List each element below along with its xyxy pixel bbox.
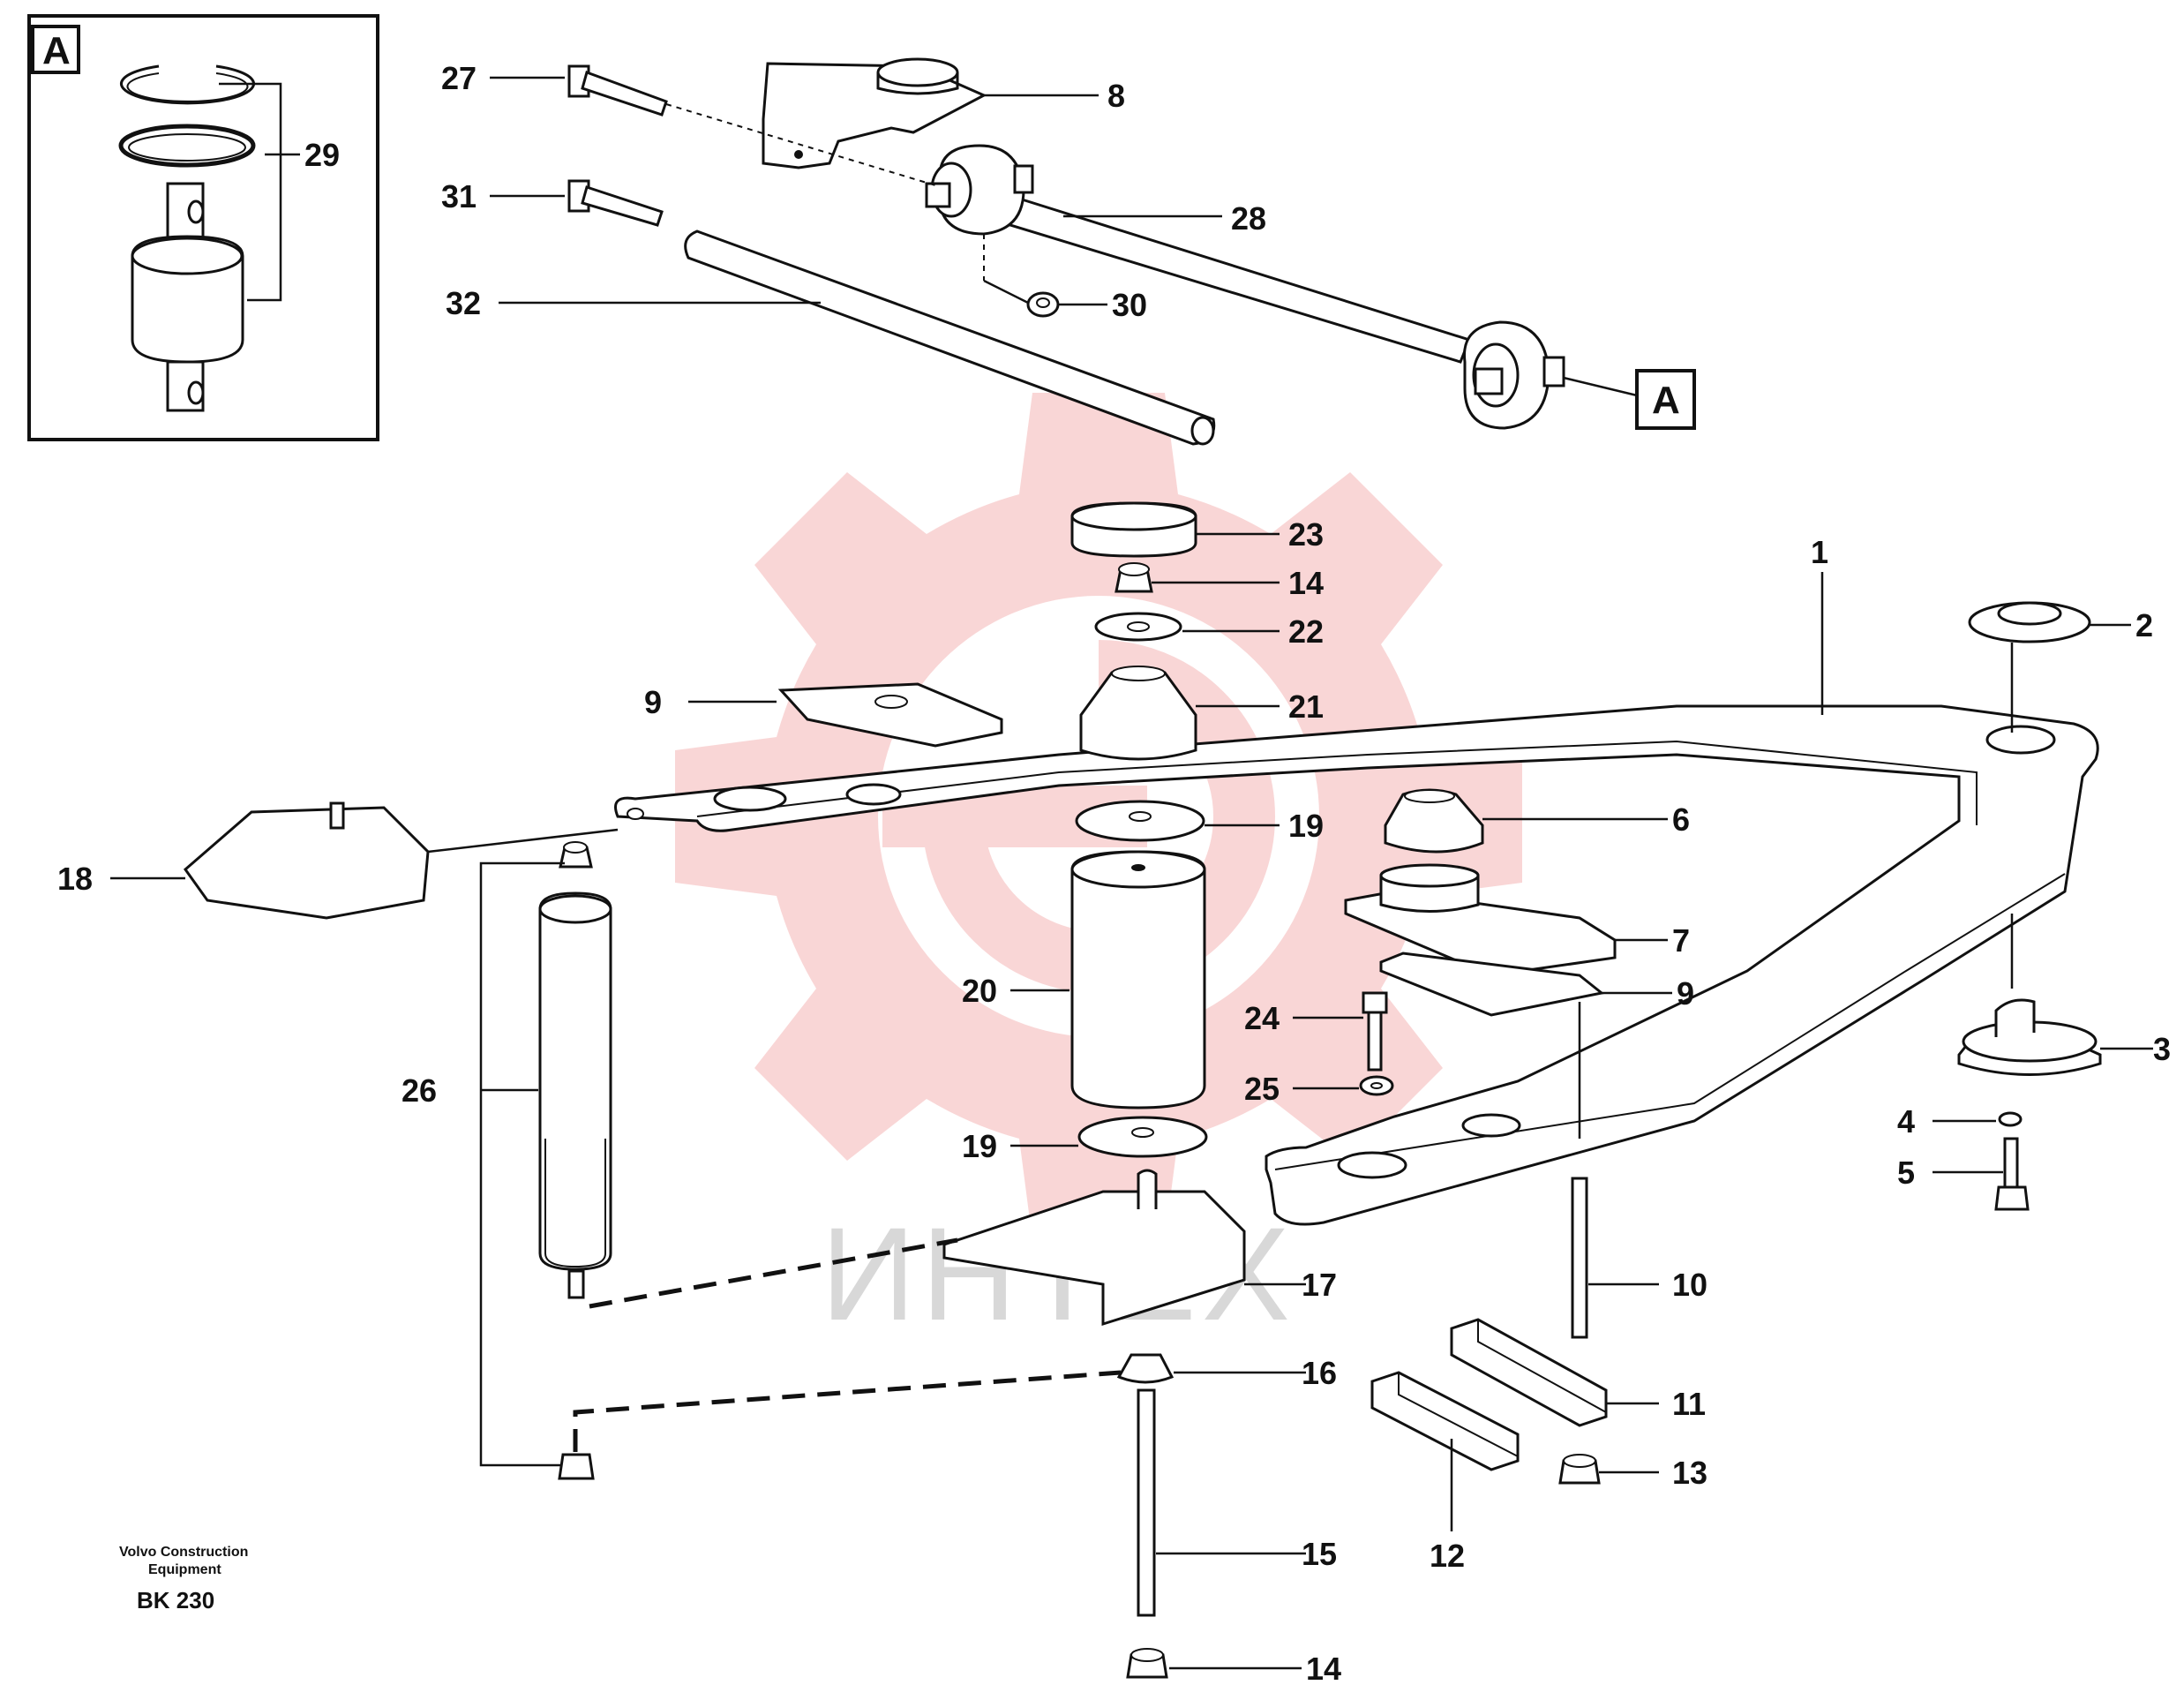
callout-14-top: 14 [1288, 565, 1324, 601]
callout-15: 15 [1302, 1536, 1337, 1572]
callout-28: 28 [1231, 200, 1266, 237]
callout-10: 10 [1672, 1267, 1707, 1303]
plate-9-upper-icon [777, 682, 1003, 748]
callout-30: 30 [1112, 287, 1147, 323]
channel-11-icon [1450, 1318, 1608, 1427]
callout-24: 24 [1244, 1000, 1280, 1036]
cone-21-icon [1079, 666, 1197, 761]
spring-20-icon [1070, 850, 1206, 1110]
circlip-icon [120, 64, 255, 105]
callout-13: 13 [1672, 1455, 1707, 1491]
callout-22: 22 [1288, 613, 1324, 650]
washer-22-icon [1094, 612, 1182, 642]
callout-7: 7 [1672, 922, 1690, 959]
bolt-24-icon [1362, 991, 1388, 1072]
callout-11: 11 [1672, 1386, 1706, 1422]
callout-29: 29 [304, 137, 340, 173]
washer-4-icon [1998, 1111, 2023, 1127]
rod-32-icon [684, 229, 1216, 446]
callout-27: 27 [441, 60, 477, 96]
cap-2-icon [1968, 601, 2091, 643]
washer-25-icon [1359, 1075, 1394, 1096]
callout-17: 17 [1302, 1267, 1337, 1303]
callout-19-lower: 19 [962, 1128, 997, 1164]
stud-15-icon [1137, 1388, 1156, 1617]
inset-label-a: A [42, 29, 71, 72]
link-label-a: A [1652, 379, 1680, 422]
callout-14-bottom: 14 [1306, 1651, 1341, 1687]
ring-icon [118, 124, 256, 168]
nut-14-bottom-icon [1126, 1648, 1168, 1679]
callout-19-upper: 19 [1288, 808, 1324, 844]
bracket-17-icon [942, 1169, 1246, 1327]
bump-stop-6-icon [1384, 788, 1484, 854]
nut-30-icon [1026, 291, 1060, 318]
seat-7-icon [1344, 863, 1617, 977]
callout-5: 5 [1897, 1155, 1915, 1191]
callout-2: 2 [2135, 607, 2153, 643]
callout-3: 3 [2153, 1031, 2171, 1067]
cap-23-icon [1070, 501, 1197, 558]
detail-inset-a: A 29 [27, 14, 379, 441]
callout-32: 32 [446, 285, 481, 321]
washer-19-upper-icon [1075, 800, 1205, 842]
bracket-18-icon [183, 801, 430, 920]
callout-8: 8 [1107, 78, 1125, 114]
callout-20: 20 [962, 973, 997, 1009]
frame-1-icon [614, 704, 2099, 1226]
callout-26: 26 [402, 1072, 437, 1109]
credit-line-1: Volvo Construction [119, 1545, 248, 1560]
bolt-31-icon [567, 179, 664, 227]
callout-1: 1 [1811, 534, 1828, 570]
callout-6: 6 [1672, 801, 1690, 838]
stud-10-icon [1571, 1177, 1588, 1339]
callout-9-upper: 9 [644, 684, 662, 720]
callout-23: 23 [1288, 516, 1324, 553]
callout-18: 18 [57, 861, 93, 897]
callout-21: 21 [1288, 688, 1324, 725]
callout-4: 4 [1897, 1103, 1915, 1140]
channel-12-icon [1370, 1371, 1520, 1471]
bolt-5-icon [1994, 1137, 2030, 1211]
callout-25: 25 [1244, 1071, 1280, 1107]
reaction-rod-28-icon [925, 144, 1565, 430]
washer-19-lower-icon [1077, 1116, 1208, 1158]
mount-3-icon [1957, 998, 2102, 1076]
nut-14-top-icon [1115, 562, 1153, 593]
credit-line-2: Equipment [148, 1562, 221, 1577]
callout-9-lower: 9 [1677, 975, 1694, 1012]
cone-nut-16-icon [1116, 1353, 1175, 1384]
drawing-code: BK 230 [137, 1587, 214, 1613]
nut-26-lower-icon [558, 1453, 595, 1480]
callout-12: 12 [1430, 1538, 1465, 1574]
shock-absorber-26-icon [538, 841, 612, 1299]
callout-31: 31 [441, 178, 477, 214]
nut-13-icon [1558, 1454, 1601, 1485]
callout-16: 16 [1302, 1355, 1337, 1391]
bolt-27-icon [567, 64, 668, 117]
bushing-icon [131, 182, 244, 412]
bracket-8-icon [762, 57, 987, 169]
